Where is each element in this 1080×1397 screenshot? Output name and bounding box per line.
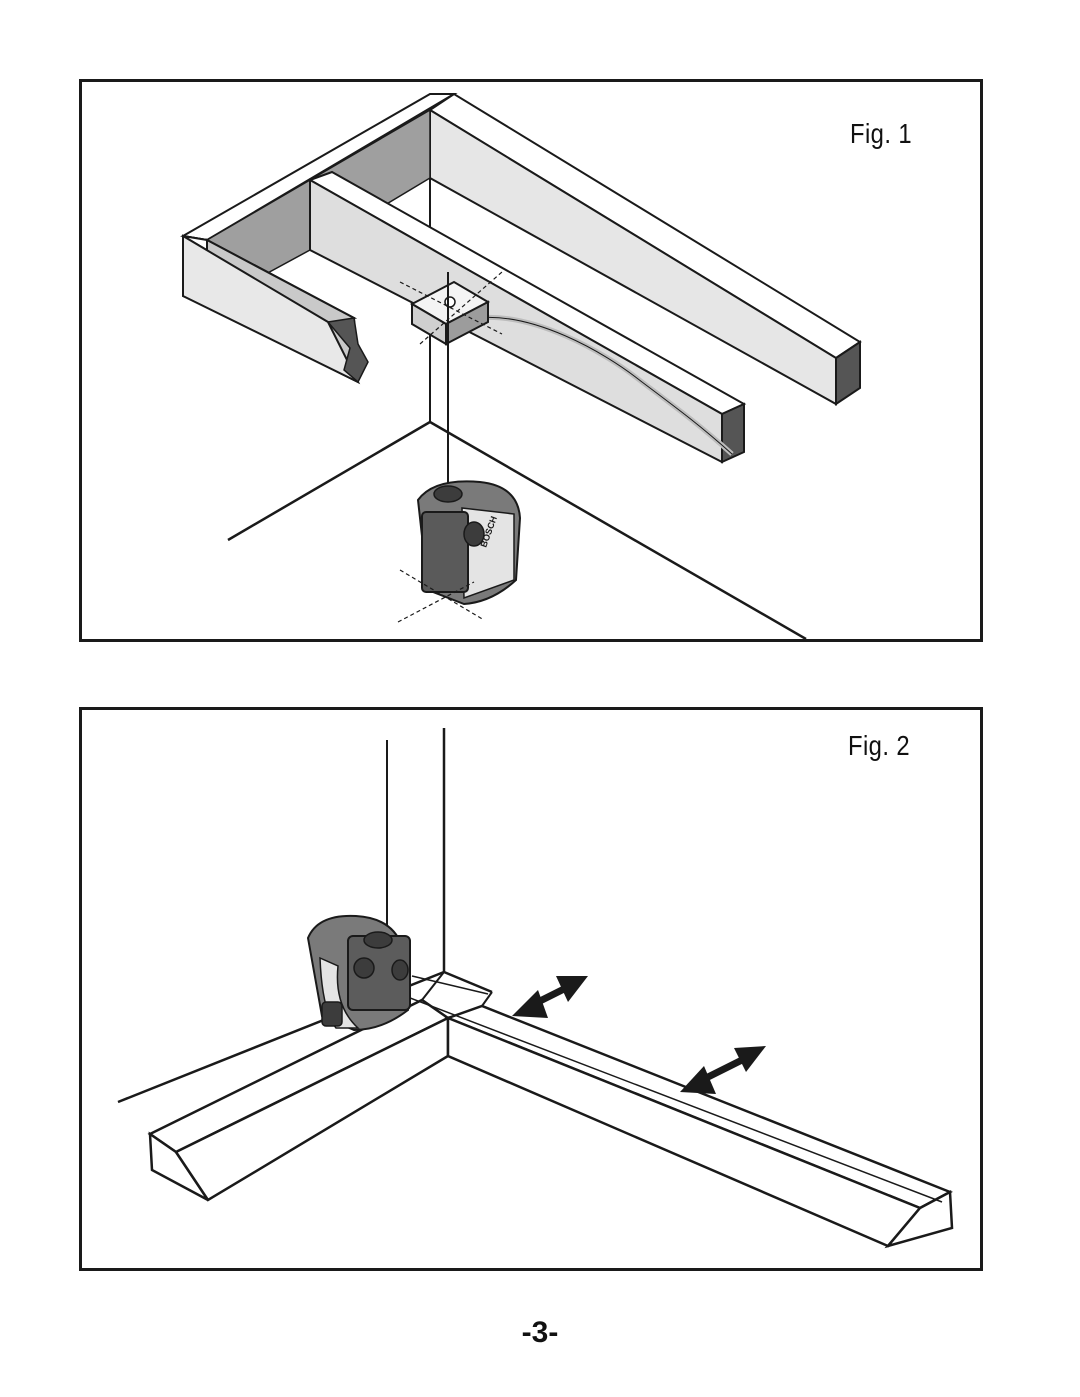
figure-2-label: Fig. 2 (848, 730, 911, 761)
near-joist-broken (182, 234, 369, 385)
floor-wall-edge-right (443, 970, 493, 994)
middle-joist (307, 170, 747, 464)
laser-tool: BOSCH (416, 480, 522, 606)
laser-tool (306, 914, 411, 1032)
floor-edge-left (227, 420, 431, 542)
figure-1-label: Fig. 1 (850, 118, 913, 149)
figure-2-illustration (117, 728, 954, 1249)
figure-2-panel: Fig. 2 (79, 707, 983, 1271)
adjust-arrow-1 (512, 976, 588, 1018)
figure-1-panel: BOSCH Fig. 1 (79, 79, 983, 642)
floor-edge-right (429, 420, 807, 639)
adjust-arrow-2 (680, 1046, 766, 1094)
right-plate-board (421, 971, 954, 1249)
left-plate-board (147, 998, 451, 1202)
page-number: -3- (521, 1316, 559, 1349)
horizontal-laser-line (331, 967, 943, 1203)
figure-1-illustration: BOSCH (180, 92, 862, 639)
